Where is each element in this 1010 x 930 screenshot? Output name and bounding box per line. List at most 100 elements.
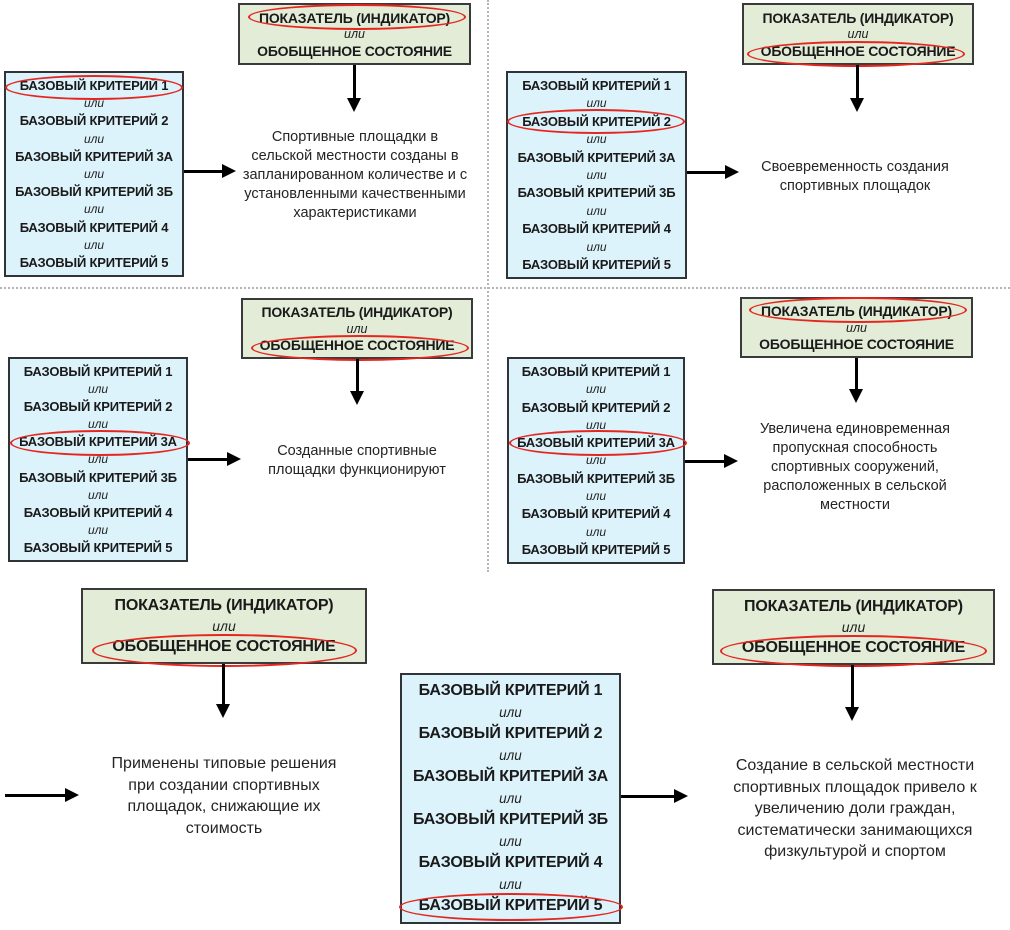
right-arrow-head: [227, 452, 241, 466]
down-arrow: [855, 358, 858, 389]
down-arrow-head: [216, 704, 230, 718]
or-label: или: [586, 96, 607, 111]
outcome-line: Созданные спортивные: [277, 443, 437, 459]
right-arrow: [621, 795, 674, 798]
outcome-line: пропускная способность: [772, 440, 938, 456]
criterion-3b: БАЗОВЫЙ КРИТЕРИЙ 3Б: [19, 469, 177, 485]
or-label: или: [586, 203, 607, 218]
outcome-line: Своевременность создания: [761, 159, 949, 175]
generalized-state-label: ОБОБЩЕННОЕ СОСТОЯНИЕ: [760, 42, 956, 59]
or-label: или: [499, 748, 522, 763]
indicator-box-mid-right: ПОКАЗАТЕЛЬ (ИНДИКАТОР) или ОБОБЩЕННОЕ СО…: [740, 297, 973, 358]
outcome-line: сельской местности созданы в: [251, 148, 459, 164]
criterion-3a: БАЗОВЫЙ КРИТЕРИЙ 3А: [19, 434, 177, 450]
criterion-3b: БАЗОВЫЙ КРИТЕРИЙ 3Б: [15, 184, 173, 200]
or-label: или: [846, 320, 867, 335]
right-arrow: [184, 170, 222, 173]
incoming-left-arrow: [5, 794, 65, 797]
down-arrow-head: [845, 707, 859, 721]
criterion-4: БАЗОВЫЙ КРИТЕРИЙ 4: [19, 219, 169, 235]
indicator-box-top-left: ПОКАЗАТЕЛЬ (ИНДИКАТОР) или ОБОБЩЕННОЕ СО…: [238, 3, 471, 65]
indicator-label: ПОКАЗАТЕЛЬ (ИНДИКАТОР): [762, 9, 954, 26]
right-arrow-head: [674, 789, 688, 803]
criterion-1: БАЗОВЫЙ КРИТЕРИЙ 1: [418, 682, 603, 699]
criterion-3a: БАЗОВЫЙ КРИТЕРИЙ 3А: [15, 148, 173, 164]
criterion-5: БАЗОВЫЙ КРИТЕРИЙ 5: [418, 897, 603, 914]
right-arrow: [188, 458, 227, 461]
or-label: или: [585, 382, 607, 397]
outcome-line: спортивных площадок: [779, 178, 931, 194]
down-arrow: [222, 664, 225, 704]
outcome-line: Применены типовые решения: [111, 755, 337, 772]
outcome-line: Создание в сельской местности: [735, 757, 975, 774]
outcome-text-mid-right: Увеличена единовременная пропускная спос…: [730, 420, 980, 515]
or-label: или: [87, 417, 109, 432]
or-label: или: [841, 619, 866, 635]
outcome-line: запланированном количестве и с: [242, 167, 468, 183]
or-label: или: [586, 132, 607, 147]
criterion-3a: БАЗОВЫЙ КРИТЕРИЙ 3А: [517, 435, 675, 451]
or-label: или: [499, 834, 522, 849]
generalized-state-label: ОБОБЩЕННОЕ СОСТОЯНИЕ: [759, 335, 954, 352]
indicator-box-bottom-left: ПОКАЗАТЕЛЬ (ИНДИКАТОР) или ОБОБЩЕННОЕ СО…: [81, 588, 367, 664]
down-arrow: [856, 65, 859, 98]
criterion-5: БАЗОВЫЙ КРИТЕРИЙ 5: [19, 254, 169, 270]
right-arrow-head: [724, 454, 738, 468]
generalized-state-label: ОБОБЩЕННОЕ СОСТОЯНИЕ: [741, 638, 966, 656]
outcome-line: стоимость: [185, 819, 263, 837]
outcome-line: при создании спортивных: [128, 776, 320, 794]
criteria-box-top-right: БАЗОВЫЙ КРИТЕРИЙ 1 или БАЗОВЫЙ КРИТЕРИЙ …: [506, 71, 687, 279]
criterion-3a: БАЗОВЫЙ КРИТЕРИЙ 3А: [517, 149, 676, 165]
criterion-1: БАЗОВЫЙ КРИТЕРИЙ 1: [23, 364, 173, 379]
criterion-4: БАЗОВЫЙ КРИТЕРИЙ 4: [522, 221, 671, 237]
down-arrow-head: [849, 389, 863, 403]
or-label: или: [344, 27, 365, 41]
criterion-3b: БАЗОВЫЙ КРИТЕРИЙ 3Б: [517, 470, 675, 486]
down-arrow: [851, 665, 854, 707]
or-label: или: [83, 131, 105, 146]
criterion-5: БАЗОВЫЙ КРИТЕРИЙ 5: [23, 539, 173, 555]
or-label: или: [87, 452, 109, 467]
outcome-line: спортивных сооружений,: [771, 459, 939, 475]
down-arrow: [353, 65, 356, 98]
or-label: или: [499, 705, 522, 720]
criterion-2: БАЗОВЫЙ КРИТЕРИЙ 2: [23, 399, 173, 415]
vertical-dotted-divider: [487, 0, 489, 572]
outcome-line: физкультурой и спортом: [764, 843, 946, 860]
criteria-box-mid-left: БАЗОВЫЙ КРИТЕРИЙ 1 или БАЗОВЫЙ КРИТЕРИЙ …: [8, 357, 188, 562]
indicator-label: ПОКАЗАТЕЛЬ (ИНДИКАТОР): [761, 303, 952, 320]
incoming-left-arrow-head: [65, 788, 79, 802]
criterion-3b: БАЗОВЫЙ КРИТЕРИЙ 3Б: [517, 185, 676, 201]
criterion-4: БАЗОВЫЙ КРИТЕРИЙ 4: [418, 854, 603, 871]
or-label: или: [83, 96, 105, 111]
down-arrow-head: [347, 98, 361, 112]
outcome-line: увеличению доли граждан,: [754, 800, 956, 817]
outcome-line: установленными качественными: [244, 186, 466, 202]
indicator-label: ПОКАЗАТЕЛЬ (ИНДИКАТОР): [114, 596, 334, 614]
criterion-1: БАЗОВЫЙ КРИТЕРИЙ 1: [521, 364, 671, 379]
or-label: или: [87, 382, 109, 397]
or-label: или: [586, 239, 607, 254]
or-label: или: [585, 524, 607, 539]
criterion-2: БАЗОВЫЙ КРИТЕРИЙ 2: [19, 113, 169, 129]
right-arrow: [687, 171, 725, 174]
horizontal-dotted-divider: [0, 287, 1010, 289]
outcome-text-mid-left: Созданные спортивные площадки функционир…: [232, 442, 482, 480]
or-label: или: [586, 167, 607, 182]
criterion-2: БАЗОВЫЙ КРИТЕРИЙ 2: [418, 725, 603, 742]
outcome-line: площадки функционируют: [268, 462, 446, 478]
criteria-box-top-left: БАЗОВЫЙ КРИТЕРИЙ 1 или БАЗОВЫЙ КРИТЕРИЙ …: [4, 71, 184, 277]
outcome-line: Спортивные площадки в: [271, 129, 439, 145]
or-label: или: [499, 877, 522, 892]
indicator-box-bottom-right: ПОКАЗАТЕЛЬ (ИНДИКАТОР) или ОБОБЩЕННОЕ СО…: [712, 589, 995, 665]
or-label: или: [585, 417, 607, 432]
outcome-line: местности: [820, 497, 890, 513]
outcome-text-bottom-right: Создание в сельской местности спортивных…: [705, 755, 1005, 863]
indicator-box-mid-left: ПОКАЗАТЕЛЬ (ИНДИКАТОР) или ОБОБЩЕННОЕ СО…: [241, 298, 473, 359]
down-arrow-head: [350, 391, 364, 405]
or-label: или: [847, 27, 869, 41]
indicator-label: ПОКАЗАТЕЛЬ (ИНДИКАТОР): [744, 597, 963, 615]
outcome-text-top-left: Спортивные площадки в сельской местности…: [230, 128, 480, 223]
outcome-line: площадок, снижающие их: [127, 798, 321, 815]
